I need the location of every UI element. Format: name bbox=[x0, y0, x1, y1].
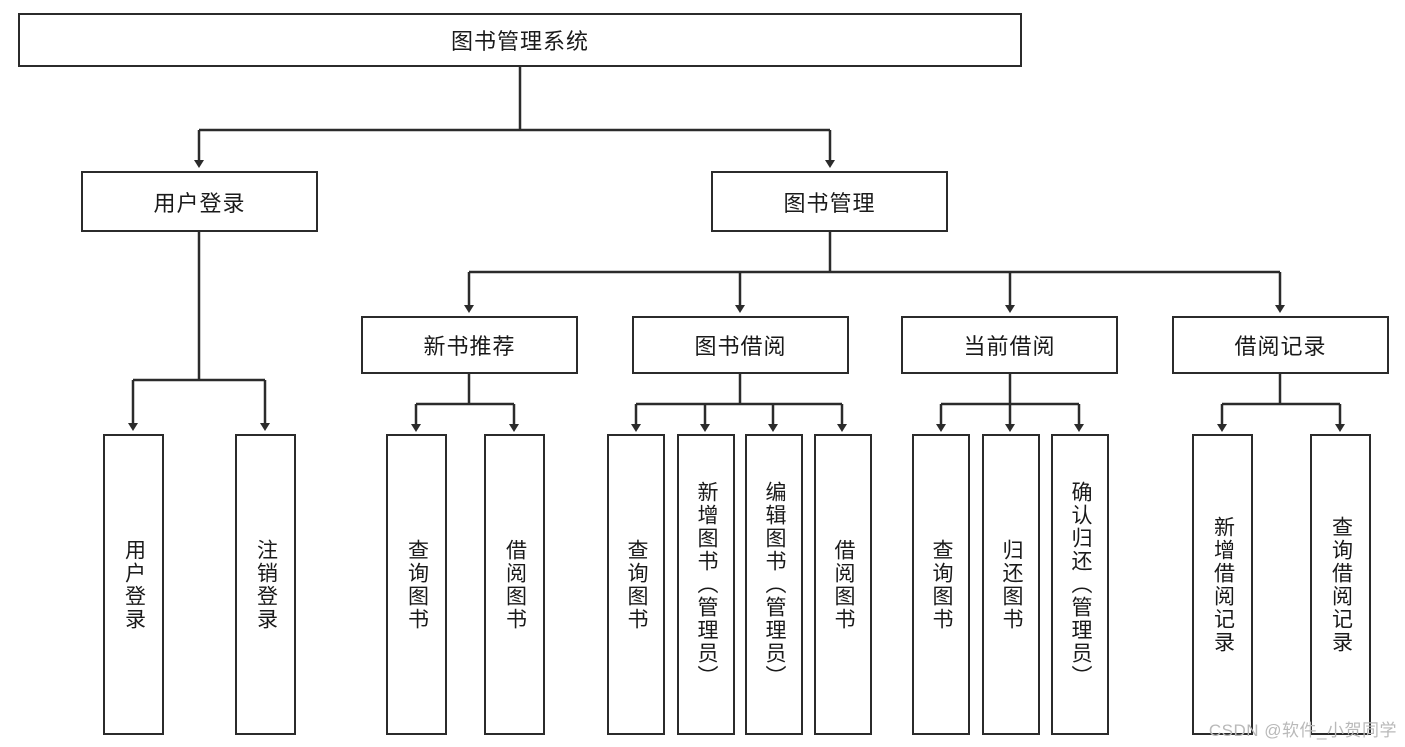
leaf-confirm-return-admin[interactable]: 确认归还（管理员） bbox=[1051, 434, 1109, 735]
node-borrow-records[interactable]: 借阅记录 bbox=[1172, 316, 1389, 374]
node-label: 新增借阅记录 bbox=[1211, 515, 1235, 654]
leaf-query-book-current[interactable]: 查询图书 bbox=[912, 434, 970, 735]
node-label: 新增图书（管理员） bbox=[695, 481, 719, 688]
node-current-borrow[interactable]: 当前借阅 bbox=[901, 316, 1118, 374]
node-label: 借阅记录 bbox=[1234, 334, 1327, 359]
node-label: 查询图书 bbox=[405, 538, 429, 631]
node-label: 图书管理系统 bbox=[450, 29, 589, 54]
leaf-logout[interactable]: 注销登录 bbox=[235, 434, 296, 735]
node-label: 借阅图书 bbox=[832, 538, 856, 631]
node-book-borrow[interactable]: 图书借阅 bbox=[632, 316, 849, 374]
leaf-return-book[interactable]: 归还图书 bbox=[982, 434, 1040, 735]
node-label: 图书管理 bbox=[783, 190, 876, 216]
node-label: 归还图书 bbox=[1000, 538, 1024, 631]
leaf-query-book-borrow[interactable]: 查询图书 bbox=[607, 434, 665, 735]
node-user-login[interactable]: 用户登录 bbox=[81, 171, 318, 232]
node-label: 用户登录 bbox=[122, 538, 146, 631]
node-book-management[interactable]: 图书管理 bbox=[711, 171, 948, 232]
node-label: 编辑图书（管理员） bbox=[763, 481, 787, 688]
node-label: 用户登录 bbox=[153, 190, 246, 216]
leaf-add-borrow-record[interactable]: 新增借阅记录 bbox=[1192, 434, 1253, 735]
node-new-book-recommend[interactable]: 新书推荐 bbox=[361, 316, 578, 374]
node-book-management-system[interactable]: 图书管理系统 bbox=[18, 13, 1022, 67]
leaf-user-login[interactable]: 用户登录 bbox=[103, 434, 164, 735]
node-label: 确认归还（管理员） bbox=[1069, 481, 1093, 688]
leaf-query-book-recommend[interactable]: 查询图书 bbox=[386, 434, 447, 735]
watermark: CSDN @软件_小贺同学 bbox=[1208, 721, 1397, 740]
node-label: 当前借阅 bbox=[963, 334, 1056, 359]
node-label: 查询图书 bbox=[625, 538, 649, 631]
leaf-edit-book-admin[interactable]: 编辑图书（管理员） bbox=[745, 434, 803, 735]
leaf-add-book-admin[interactable]: 新增图书（管理员） bbox=[677, 434, 735, 735]
node-label: 图书借阅 bbox=[694, 334, 787, 359]
leaf-borrow-book-recommend[interactable]: 借阅图书 bbox=[484, 434, 545, 735]
node-label: 借阅图书 bbox=[503, 538, 527, 631]
node-label: 注销登录 bbox=[254, 538, 278, 631]
node-label: 新书推荐 bbox=[423, 334, 516, 359]
leaf-query-borrow-record[interactable]: 查询借阅记录 bbox=[1310, 434, 1371, 735]
node-label: 查询借阅记录 bbox=[1329, 515, 1353, 654]
leaf-borrow-book[interactable]: 借阅图书 bbox=[814, 434, 872, 735]
node-label: 查询图书 bbox=[930, 538, 954, 631]
